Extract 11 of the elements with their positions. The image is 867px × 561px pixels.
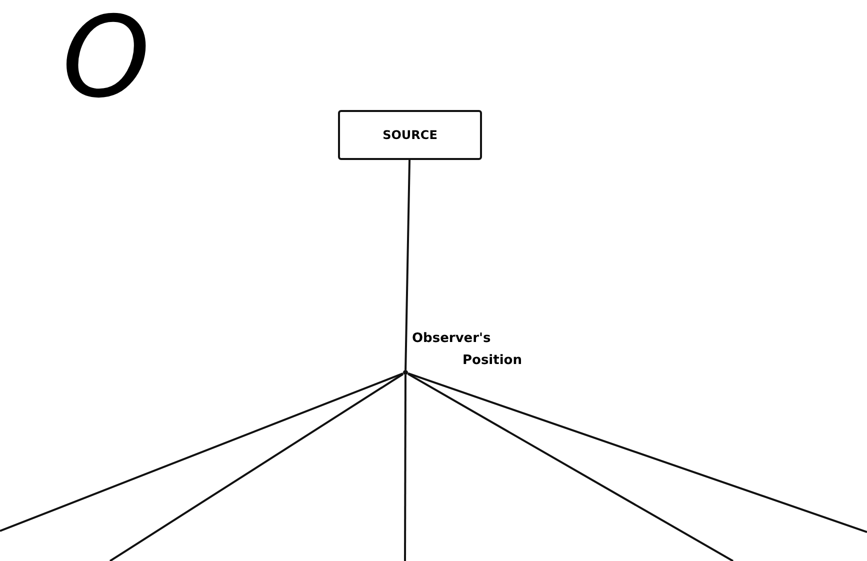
sight-line [404,375,406,561]
observer-point [403,370,408,375]
sight-line [404,160,411,370]
sight-line [408,372,867,533]
sight-line [0,372,404,532]
position-caption: Observer's Position [412,330,522,370]
sight-line [109,373,404,561]
box-label: SOURCE [382,128,438,142]
sight-line [408,373,734,561]
source-box [338,110,482,160]
figure-letter: O [62,2,150,114]
